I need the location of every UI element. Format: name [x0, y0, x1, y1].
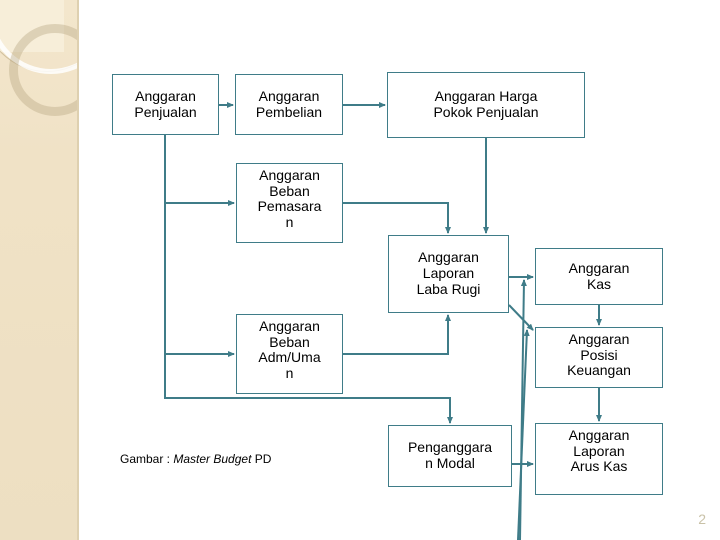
- node-label: Anggaran Kas: [568, 259, 630, 292]
- edge-penjualan-beban-pemasaran: [164, 135, 235, 206]
- node-label: Anggaran Harga Pokok Penjualan: [433, 88, 539, 120]
- caption-suffix: PD: [251, 452, 272, 466]
- node-anggaran-pembelian[interactable]: Anggaran Pembelian: [235, 74, 343, 135]
- node-label: Anggaran Posisi Keuangan: [567, 331, 631, 379]
- node-anggaran-posisi-keuangan[interactable]: Anggaran Posisi Keuangan: [535, 327, 663, 388]
- page-number: 2: [698, 511, 706, 527]
- node-label: Anggaran Beban Adm/Uma n: [258, 318, 321, 382]
- edge-arus-kas-posisi-keuangan: [517, 329, 530, 540]
- node-anggaran-laporan-arus-kas[interactable]: Anggaran Laporan Arus Kas: [535, 423, 663, 495]
- node-label: Anggaran Pembelian: [255, 87, 323, 120]
- node-anggaran-beban-adm-umum[interactable]: Anggaran Beban Adm/Uma n: [236, 314, 343, 394]
- node-label: Anggaran Penjualan: [134, 87, 197, 120]
- node-anggaran-harga-pokok-penjualan[interactable]: Anggaran Harga Pokok Penjualan: [387, 72, 585, 138]
- edge-arus-kas-kas: [519, 279, 527, 540]
- band-ring-thick-icon: [9, 24, 79, 116]
- node-anggaran-penjualan[interactable]: Anggaran Penjualan: [112, 74, 219, 135]
- band-right-edge: [77, 0, 79, 540]
- node-label: Anggaran Laporan Laba Rugi: [416, 249, 481, 297]
- edge-beban-pemasaran-laba-rugi: [343, 202, 451, 234]
- caption-italic-title: Master Budget: [173, 452, 252, 466]
- node-anggaran-beban-pemasaran[interactable]: Anggaran Beban Pemasara n: [236, 163, 343, 243]
- node-anggaran-kas[interactable]: Anggaran Kas: [535, 248, 663, 305]
- node-label: Anggaran Beban Pemasara n: [257, 167, 322, 231]
- edge-laba-rugi-posisi-keuangan: [508, 304, 534, 331]
- edge-penjualan-beban-adm: [164, 203, 235, 357]
- edge-beban-adm-laba-rugi: [343, 314, 451, 355]
- node-penganggaran-modal[interactable]: Penganggara n Modal: [388, 425, 512, 487]
- node-anggaran-laporan-laba-rugi[interactable]: Anggaran Laporan Laba Rugi: [388, 235, 509, 313]
- node-label: Anggaran Laporan Arus Kas: [568, 427, 630, 475]
- caption-prefix: Gambar :: [120, 452, 174, 466]
- node-label: Penganggara n Modal: [407, 439, 493, 471]
- figure-caption: Gambar : Master Budget PD: [120, 452, 271, 466]
- decorative-side-band: [0, 0, 79, 540]
